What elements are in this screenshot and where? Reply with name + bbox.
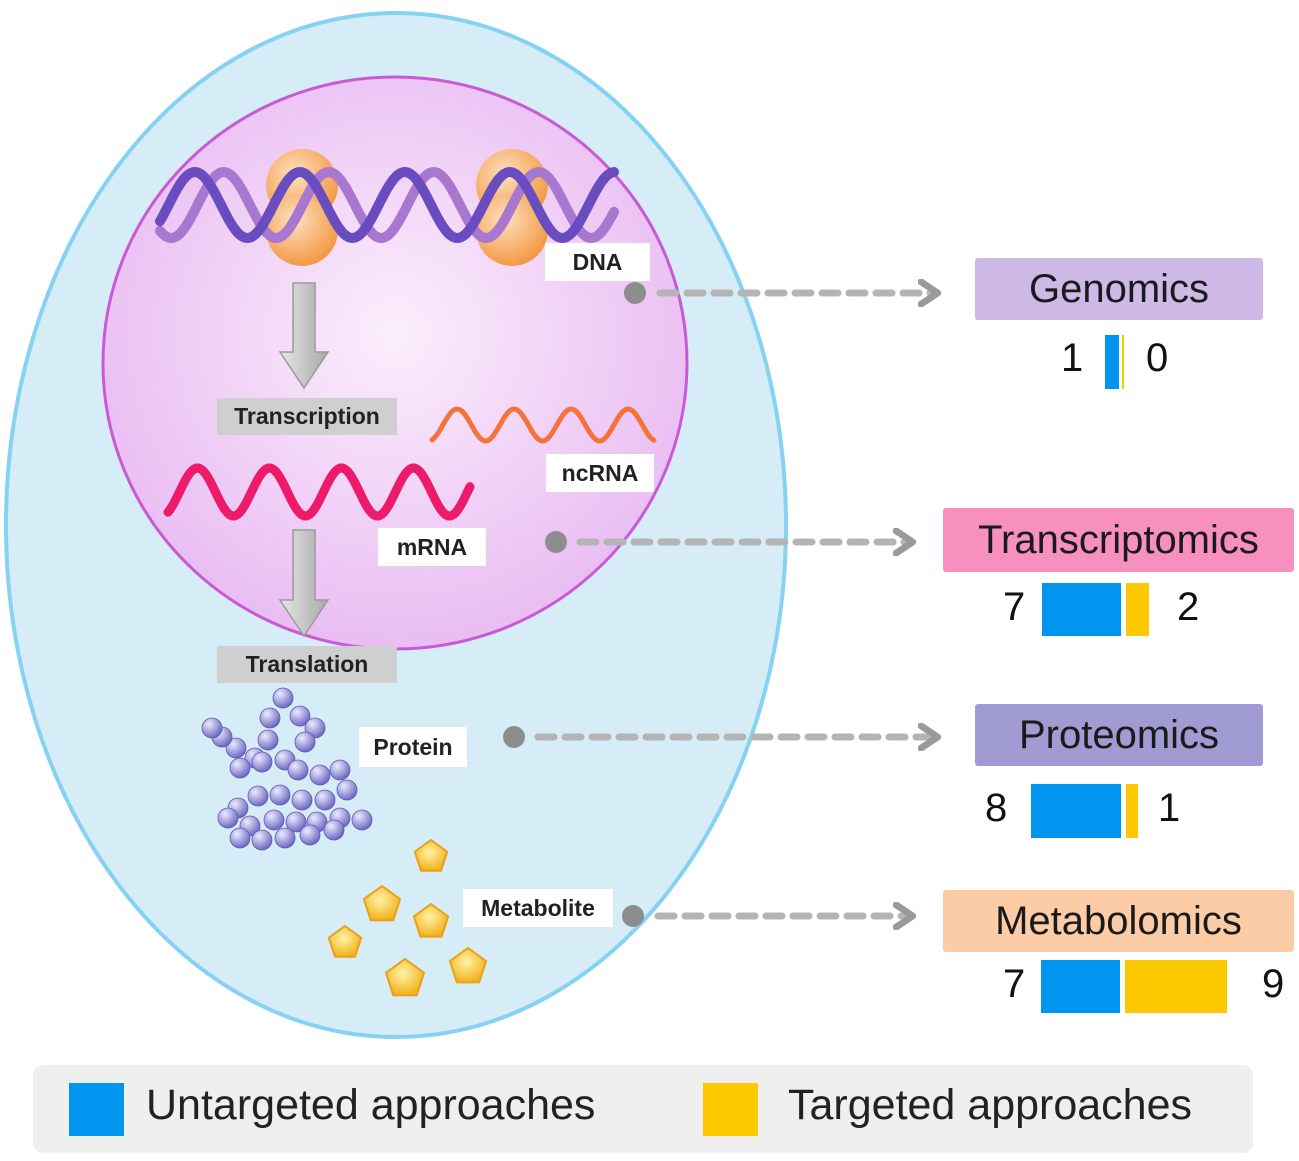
protein-bead bbox=[201, 717, 223, 739]
metabolite-pentagon bbox=[362, 884, 402, 922]
metabolite-pentagon bbox=[384, 957, 426, 997]
protein-bead bbox=[274, 827, 296, 849]
protein-bead bbox=[251, 751, 273, 773]
metabolite-pentagon bbox=[327, 924, 363, 958]
protein-bead bbox=[229, 827, 251, 849]
protein-bead bbox=[329, 759, 351, 781]
protein-bead bbox=[259, 707, 281, 729]
genomics-untargeted-bar bbox=[1105, 335, 1119, 389]
proteomics-untargeted-bar bbox=[1031, 784, 1122, 838]
metabolomics-box: Metabolomics bbox=[943, 890, 1294, 952]
protein-label: Protein bbox=[359, 727, 467, 767]
metabolomics-untargeted-count: 7 bbox=[1003, 962, 1026, 1006]
transcriptomics-untargeted-count: 7 bbox=[1003, 585, 1026, 629]
metabolite-molecules bbox=[327, 838, 488, 997]
mrna-label: mRNA bbox=[378, 528, 486, 566]
protein-bead bbox=[247, 785, 269, 807]
connector-transcriptomics bbox=[545, 531, 910, 553]
genomics-targeted-count: 0 bbox=[1146, 336, 1169, 380]
ncrna-label: ncRNA bbox=[546, 454, 654, 492]
metabolomics-targeted-count: 9 bbox=[1262, 962, 1285, 1006]
transcriptomics-box: Transcriptomics bbox=[943, 508, 1294, 572]
proteomics-targeted-bar bbox=[1126, 784, 1138, 838]
dna-label: DNA bbox=[545, 243, 650, 281]
legend-untargeted-label: Untargeted approaches bbox=[146, 1081, 596, 1129]
protein-bead bbox=[225, 737, 247, 759]
protein-bead bbox=[287, 759, 309, 781]
mrna-strand bbox=[163, 463, 475, 521]
protein-bead bbox=[269, 784, 291, 806]
translation-arrow bbox=[278, 529, 330, 638]
protein-bead bbox=[351, 809, 373, 831]
legend-targeted-label: Targeted approaches bbox=[788, 1081, 1193, 1129]
metabolite-pentagon bbox=[412, 902, 450, 938]
genomics-targeted-bar bbox=[1122, 335, 1124, 389]
protein-bead bbox=[263, 809, 285, 831]
metabolomics-untargeted-bar bbox=[1041, 960, 1121, 1013]
legend: Untargeted approaches Targeted approache… bbox=[33, 1065, 1253, 1153]
legend-untargeted-swatch bbox=[69, 1083, 124, 1136]
transcription-arrow bbox=[278, 282, 330, 390]
metabolite-label: Metabolite bbox=[463, 889, 613, 927]
connector-genomics bbox=[624, 282, 935, 304]
protein-bead bbox=[299, 824, 321, 846]
genomics-box: Genomics bbox=[975, 258, 1263, 320]
proteomics-untargeted-count: 8 bbox=[985, 786, 1008, 830]
transcriptomics-targeted-bar bbox=[1126, 583, 1149, 636]
protein-bead bbox=[291, 789, 313, 811]
protein-bead bbox=[257, 729, 279, 751]
protein-bead bbox=[314, 789, 336, 811]
protein-bead bbox=[285, 811, 307, 833]
legend-targeted-swatch bbox=[703, 1083, 758, 1136]
metabolite-pentagon bbox=[448, 946, 488, 984]
dna-helix bbox=[155, 149, 619, 266]
proteomics-targeted-count: 1 bbox=[1158, 786, 1181, 830]
connector-metabolomics bbox=[622, 905, 910, 927]
transcriptomics-targeted-count: 2 bbox=[1177, 585, 1200, 629]
protein-bead bbox=[323, 819, 345, 841]
metabolomics-targeted-bar bbox=[1125, 960, 1227, 1013]
translation-label: Translation bbox=[217, 646, 397, 683]
protein-bead bbox=[251, 829, 273, 851]
protein-bead bbox=[336, 779, 358, 801]
metabolite-pentagon bbox=[413, 838, 449, 872]
connector-proteomics bbox=[503, 726, 935, 748]
protein-bead bbox=[294, 731, 316, 753]
protein-bead bbox=[217, 807, 239, 829]
protein-chain bbox=[201, 687, 373, 851]
genomics-untargeted-count: 1 bbox=[1061, 336, 1084, 380]
protein-bead bbox=[229, 757, 251, 779]
proteomics-box: Proteomics bbox=[975, 704, 1263, 766]
protein-bead bbox=[272, 687, 294, 709]
transcriptomics-untargeted-bar bbox=[1042, 583, 1122, 636]
protein-bead bbox=[289, 705, 311, 727]
transcription-label: Transcription bbox=[217, 398, 397, 435]
ncrna-strand bbox=[429, 406, 657, 444]
protein-bead bbox=[309, 764, 331, 786]
